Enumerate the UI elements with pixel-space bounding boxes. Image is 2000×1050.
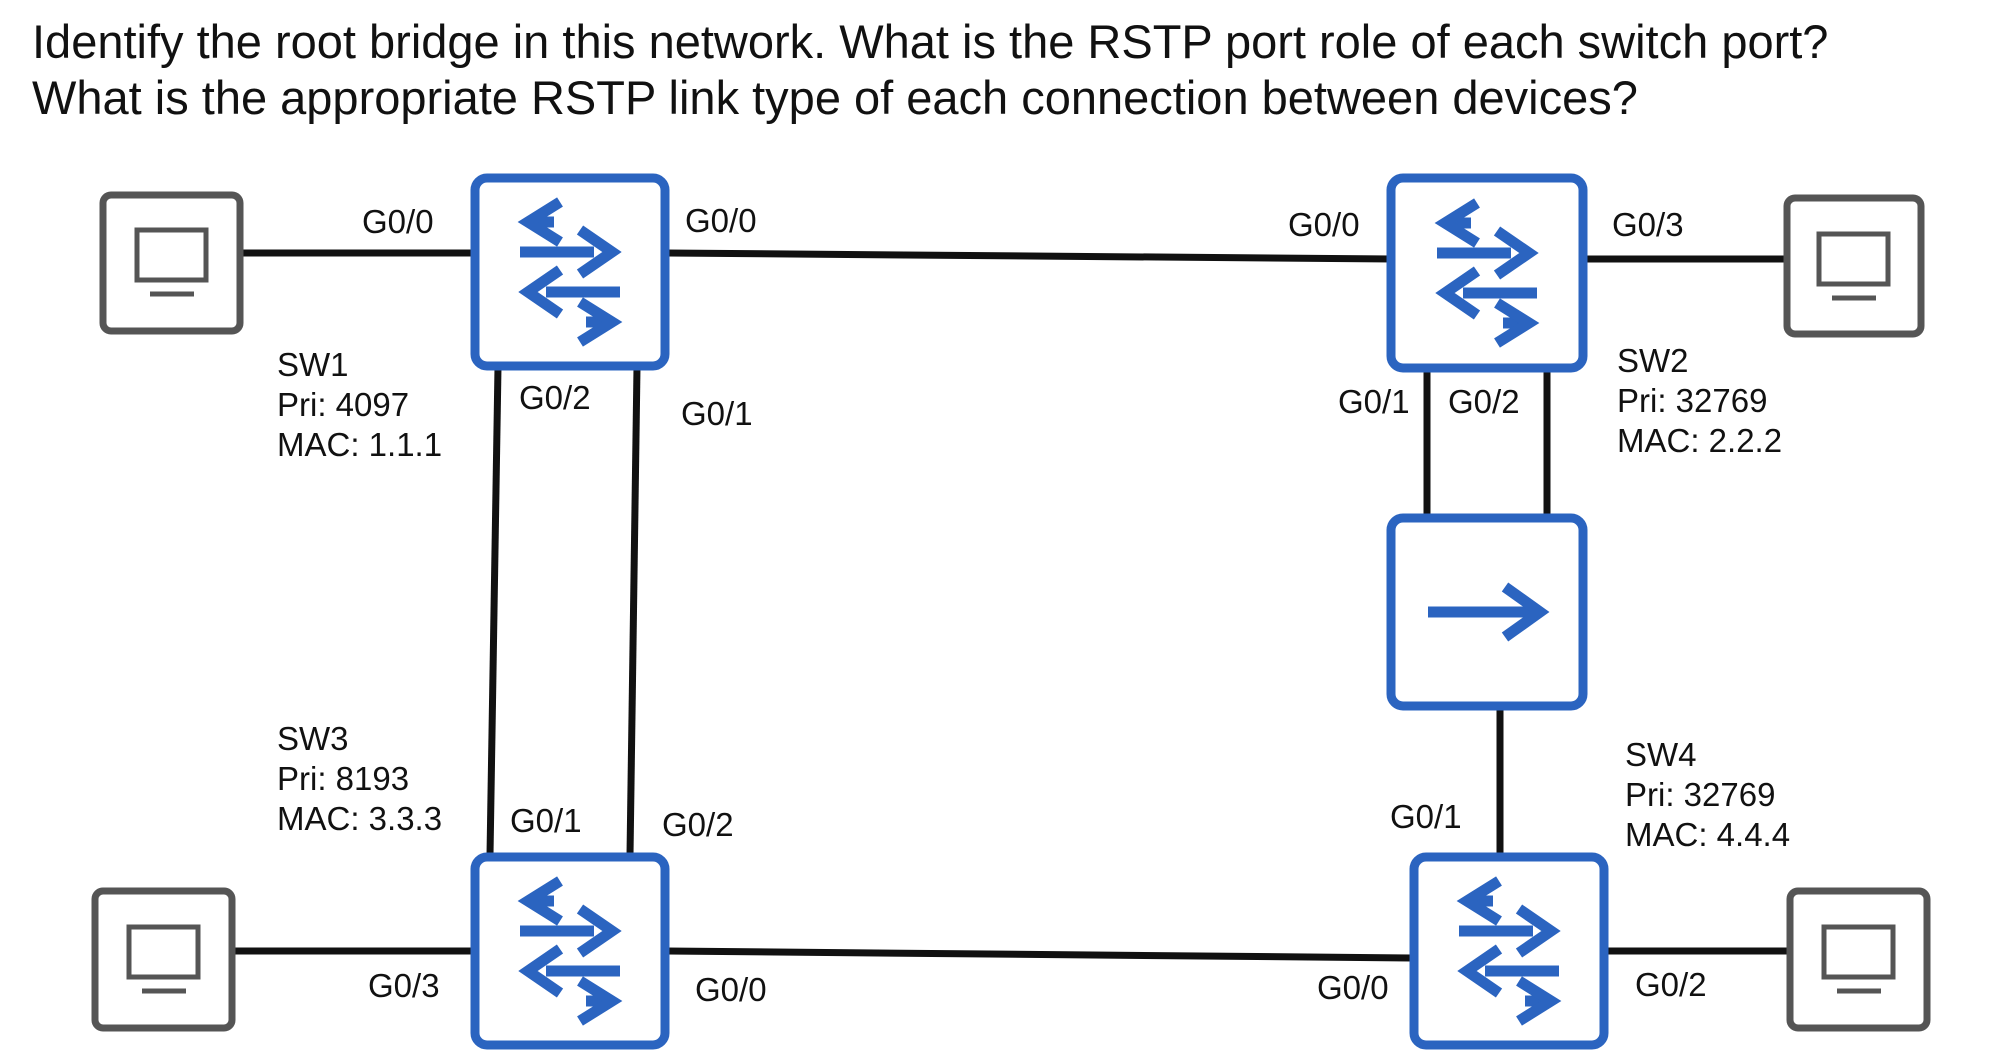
port-label-sw2-g03: G0/3 xyxy=(1612,206,1684,243)
port-label-sw3-g03: G0/3 xyxy=(368,967,440,1004)
port-label-sw2-g00: G0/0 xyxy=(1288,206,1360,243)
sw4-info: SW4 Pri: 32769 MAC: 4.4.4 xyxy=(1625,736,1790,853)
sw1-name: SW1 xyxy=(277,346,349,383)
sw2-name: SW2 xyxy=(1617,342,1689,379)
port-label-sw4-g02: G0/2 xyxy=(1635,966,1707,1003)
question-text: Identify the root bridge in this network… xyxy=(32,14,1992,126)
sw4-mac: MAC: 4.4.4 xyxy=(1625,816,1790,853)
port-label-sw1-g00-sw2: G0/0 xyxy=(685,202,757,239)
sw3-info: SW3 Pri: 8193 MAC: 3.3.3 xyxy=(277,720,442,837)
sw3-mac: MAC: 3.3.3 xyxy=(277,800,442,837)
pc-4 xyxy=(1786,887,1931,1032)
pc-monitor-icon xyxy=(126,924,201,994)
link-sw3-sw4 xyxy=(666,947,1413,962)
port-label-sw4-g01: G0/1 xyxy=(1390,798,1462,835)
port-label-sw3-g00: G0/0 xyxy=(695,971,767,1008)
switch-arrows-icon xyxy=(520,881,623,1026)
port-label-sw2-g02: G0/2 xyxy=(1448,383,1520,420)
switch-sw3 xyxy=(470,852,670,1050)
port-label-sw3-g02: G0/2 xyxy=(662,806,734,843)
pc-2 xyxy=(1783,194,1925,338)
sw2-info: SW2 Pri: 32769 MAC: 2.2.2 xyxy=(1617,342,1782,459)
sw3-name: SW3 xyxy=(277,720,349,757)
pc-1 xyxy=(99,191,244,335)
switch-arrows-icon xyxy=(520,202,623,347)
port-label-sw1-g02: G0/2 xyxy=(519,379,591,416)
hub-arrow-icon xyxy=(1428,582,1550,642)
link-sw1-sw2 xyxy=(666,249,1394,263)
pc-monitor-icon xyxy=(1816,231,1891,301)
link-sw1-sw3-a xyxy=(486,366,502,856)
sw1-info: SW1 Pri: 4097 MAC: 1.1.1 xyxy=(277,346,442,463)
switch-sw2 xyxy=(1386,173,1588,373)
pc-monitor-icon xyxy=(1821,924,1896,994)
port-label-sw2-g01: G0/1 xyxy=(1338,383,1410,420)
port-label-sw3-g01: G0/1 xyxy=(510,802,582,839)
question-line-2: What is the appropriate RSTP link type o… xyxy=(32,71,1638,124)
port-label-sw1-g00-pc: G0/0 xyxy=(362,203,434,240)
link-sw1-sw3-b xyxy=(626,366,641,856)
pc-3 xyxy=(91,887,236,1032)
hub-device xyxy=(1386,513,1588,711)
switch-arrows-icon xyxy=(1459,881,1562,1026)
sw4-priority: Pri: 32769 xyxy=(1625,776,1775,813)
sw4-name: SW4 xyxy=(1625,736,1697,773)
sw1-mac: MAC: 1.1.1 xyxy=(277,426,442,463)
sw1-priority: Pri: 4097 xyxy=(277,386,409,423)
port-label-sw4-g00: G0/0 xyxy=(1317,969,1389,1006)
links xyxy=(232,249,1790,962)
question-line-1: Identify the root bridge in this network… xyxy=(32,15,1829,68)
switch-sw4 xyxy=(1409,852,1609,1050)
sw2-priority: Pri: 32769 xyxy=(1617,382,1767,419)
port-label-sw1-g01: G0/1 xyxy=(681,395,753,432)
sw2-mac: MAC: 2.2.2 xyxy=(1617,422,1782,459)
pc-monitor-icon xyxy=(134,227,209,297)
sw3-priority: Pri: 8193 xyxy=(277,760,409,797)
switch-arrows-icon xyxy=(1437,203,1540,348)
switch-sw1 xyxy=(470,173,670,371)
